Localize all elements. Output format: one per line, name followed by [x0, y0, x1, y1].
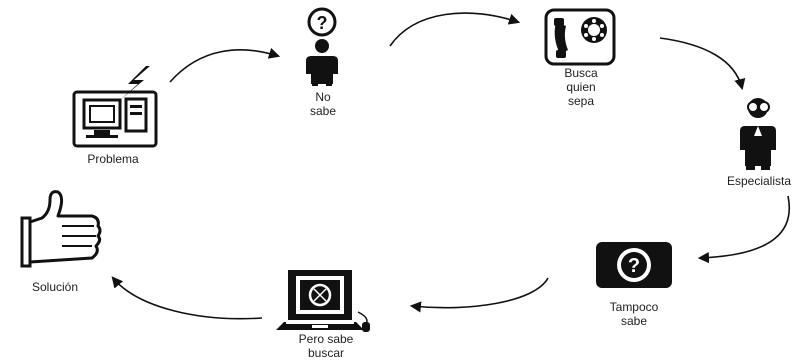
computer-problem-icon: [72, 66, 158, 148]
arrow-pero-to-solucion: [111, 276, 263, 320]
arrow-especialista-to-tampoco: [697, 195, 790, 264]
arrow-nosabe-to-busca: [389, 12, 521, 47]
label-no-sabe: No sabe: [309, 90, 337, 118]
telephone-icon: [544, 8, 616, 66]
label-tampoco-sabe: Tampoco sabe: [609, 300, 659, 328]
label-pero-sabe-buscar: Pero sabe buscar: [298, 332, 354, 360]
arrow-problema-to-nosabe: [169, 47, 281, 83]
person-question-icon: ?: [306, 7, 338, 86]
label-solucion: Solución: [31, 280, 79, 294]
label-problema: Problema: [87, 152, 139, 166]
svg-text:?: ?: [628, 255, 640, 277]
arrow-busca-to-especialista: [659, 37, 746, 91]
question-square-icon: ?: [596, 242, 672, 288]
label-especialista: Especialista: [726, 174, 792, 188]
svg-text:?: ?: [317, 13, 328, 33]
specialist-icon: [740, 98, 776, 170]
label-busca-quien-sepa: Busca quien sepa: [564, 66, 598, 108]
laptop-icon: [276, 270, 370, 332]
thumbs-up-icon: [20, 190, 102, 268]
arrow-tampoco-to-pero: [409, 277, 549, 313]
